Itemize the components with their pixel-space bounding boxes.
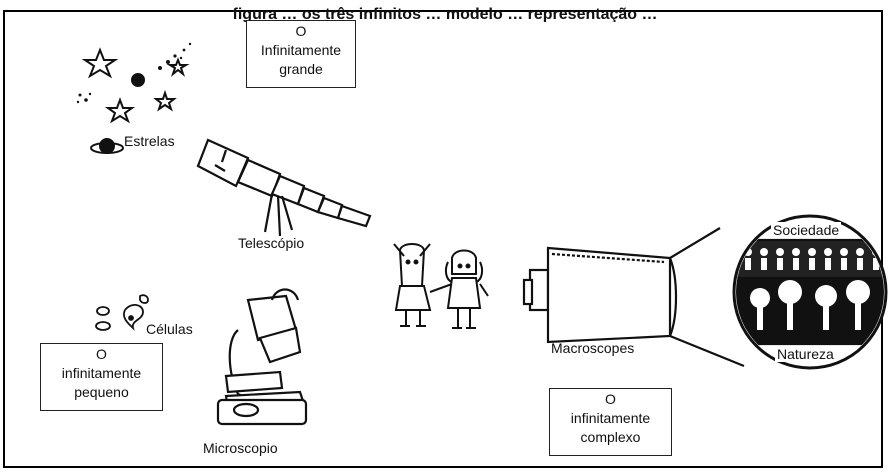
box-pequeno-line3: pequeno (41, 383, 162, 402)
label-estrelas: Estrelas (124, 133, 175, 149)
label-telescopio: Telescópio (238, 235, 304, 251)
microscope-icon (218, 290, 306, 425)
box-pequeno-line1: O (41, 345, 162, 364)
box-complexo-line1: O (550, 390, 671, 409)
box-infinitamente-complexo: O infinitamente complexo (549, 388, 672, 456)
children-figures-icon (394, 244, 488, 328)
box-pequeno-line2: infinitamente (41, 364, 162, 383)
box-infinitamente-grande: O Infinitamente grande (246, 20, 356, 88)
box-complexo-line2: infinitamente (550, 409, 671, 428)
telescope-icon (198, 140, 370, 236)
planet-saturn-icon (91, 139, 123, 153)
box-infinitamente-pequeno: O infinitamente pequeno (40, 343, 163, 411)
label-natureza: Natureza (775, 346, 836, 362)
cells-icon (96, 295, 148, 330)
box-grande-line1: O (247, 22, 355, 41)
label-microscopio: Microscopio (203, 440, 278, 456)
stars-cluster-icon (85, 50, 186, 121)
box-grande-line3: grande (247, 60, 355, 79)
label-macroscopes: Macroscopes (551, 340, 634, 356)
label-sociedade: Sociedade (771, 222, 841, 238)
box-grande-line2: Infinitamente (247, 41, 355, 60)
label-celulas: Células (146, 321, 193, 337)
box-complexo-line3: complexo (550, 428, 671, 447)
